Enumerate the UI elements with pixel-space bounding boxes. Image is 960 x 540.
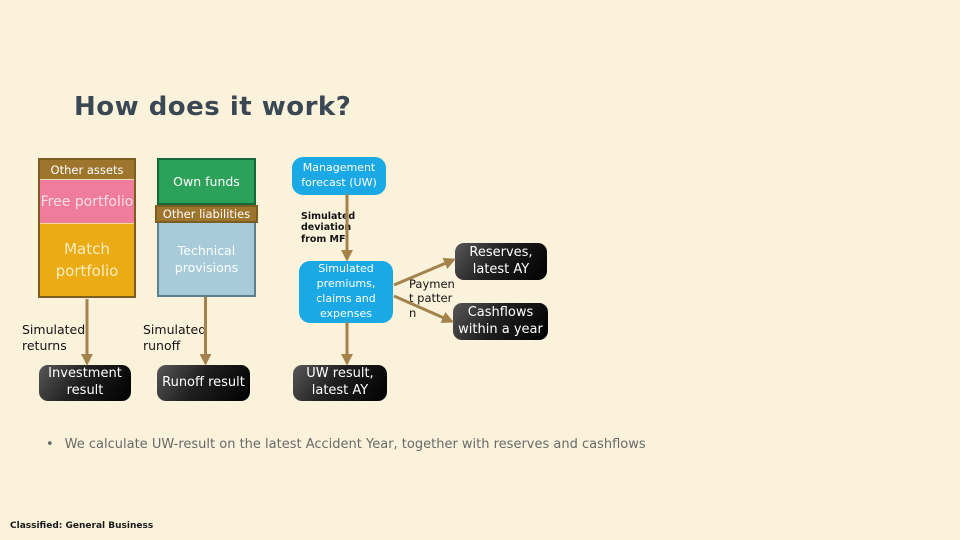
payment-pattern-label: Payment pattern <box>409 277 455 320</box>
page-title: How does it work? <box>74 92 352 122</box>
bullet-text: We calculate UW-result on the latest Acc… <box>64 437 646 452</box>
simulated-runoff-label: Simulated runoff <box>143 322 207 354</box>
simulated-deviation-label: Simulated deviation from MF <box>301 211 356 245</box>
investment-result-box: Investment result <box>39 365 131 401</box>
bullet-item: • We calculate UW-result on the latest A… <box>46 437 646 452</box>
reserves-box: Reserves, latest AY <box>455 243 547 280</box>
simulated-premiums-box: Simulated premiums, claims and expenses <box>299 261 393 323</box>
liabilities-column: Own funds Other liabilities Technical pr… <box>155 158 258 297</box>
cashflows-box: Cashflows within a year <box>453 303 548 340</box>
bullet-marker: • <box>46 437 54 452</box>
other-assets-header: Other assets <box>40 160 134 180</box>
classification-footer: Classified: General Business <box>10 521 154 531</box>
own-funds-box: Own funds <box>157 158 256 205</box>
free-portfolio-box: Free portfolio <box>40 180 134 223</box>
technical-provisions-box: Technical provisions <box>157 223 256 297</box>
management-forecast-box: Management forecast (UW) <box>292 157 386 195</box>
uw-result-box: UW result, latest AY <box>293 365 387 401</box>
other-liabilities-header: Other liabilities <box>155 205 258 223</box>
simulated-returns-label: Simulated returns <box>22 322 86 354</box>
runoff-result-box: Runoff result <box>157 365 250 401</box>
match-portfolio-box: Match portfolio <box>40 223 134 296</box>
assets-column: Other assets Free portfolio Match portfo… <box>38 158 136 298</box>
